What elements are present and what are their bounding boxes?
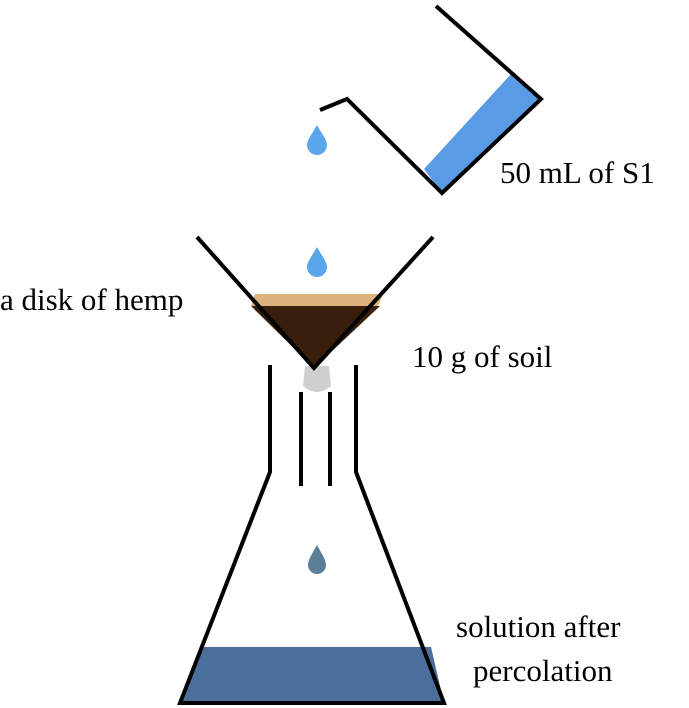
- water-drop-icon: [308, 545, 326, 574]
- water-drop-icon: [307, 125, 327, 155]
- flask-outline: [177, 365, 447, 705]
- flask: [177, 365, 447, 705]
- solution-label-line2: percolation: [473, 653, 613, 688]
- hemp-disk: [251, 294, 383, 306]
- soil-layer: [251, 306, 380, 368]
- hemp-disk-label: a disk of hemp: [0, 282, 183, 317]
- beaker-outline: [319, 4, 544, 196]
- funnel: [195, 235, 435, 392]
- funnel-outline: [195, 235, 435, 371]
- beaker-liquid: [424, 73, 541, 193]
- solution-label-line1: solution after: [456, 609, 621, 644]
- beaker-label: 50 mL of S1: [500, 155, 655, 190]
- percolate-solution: [180, 647, 444, 703]
- beaker: [319, 4, 544, 196]
- filter-plug: [303, 366, 331, 392]
- soil-label: 10 g of soil: [412, 339, 552, 374]
- water-drop-icon: [307, 247, 327, 277]
